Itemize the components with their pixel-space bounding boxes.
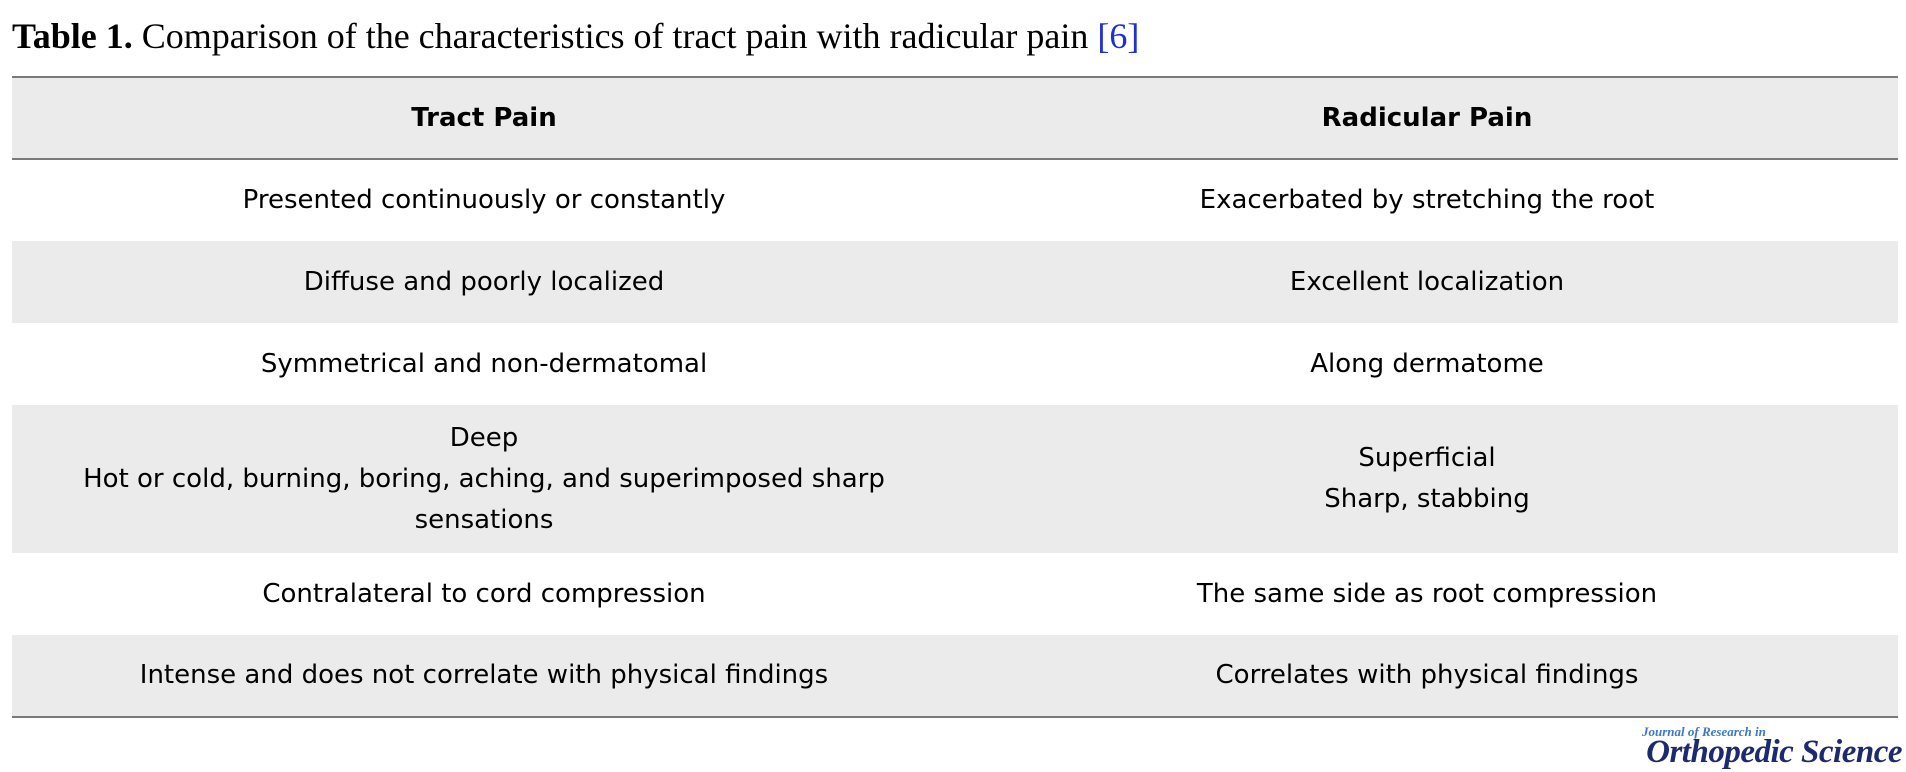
cell-line: Correlates with physical findings — [1215, 660, 1639, 690]
journal-logo-title: Orthopedic Science — [1646, 734, 1902, 770]
tract-cell: Deep Hot or cold, burning, boring, achin… — [12, 405, 956, 553]
cell-line: Exacerbated by stretching the root — [1199, 185, 1655, 215]
cell-line: Deep — [449, 422, 519, 453]
table-row: Presented continuously or constantly Exa… — [12, 159, 1898, 241]
header-row: Tract Pain Radicular Pain — [12, 77, 1898, 159]
cell-line: Sharp, stabbing — [1324, 484, 1530, 514]
cell-line: Hot or cold, burning, boring, aching, an… — [83, 463, 885, 535]
header-tract-pain: Tract Pain — [411, 103, 557, 133]
table-row: Intense and does not correlate with phys… — [12, 635, 1898, 717]
radicular-cell: Superficial Sharp, stabbing — [956, 405, 1898, 553]
table-row: Contralateral to cord compression The sa… — [12, 553, 1898, 635]
cell-line: Symmetrical and non-dermatomal — [260, 348, 708, 379]
tract-cell: Diffuse and poorly localized — [12, 241, 956, 323]
cell-line: Superficial — [1358, 443, 1496, 473]
cell-line: Excellent localization — [1289, 266, 1565, 297]
cell-line: Contralateral to cord compression — [262, 578, 706, 609]
table-caption: Table 1. Comparison of the characteristi… — [12, 12, 1139, 60]
cell-line: Intense and does not correlate with phys… — [139, 660, 829, 690]
radicular-cell: The same side as root compression — [956, 553, 1898, 635]
citation-link[interactable]: [6] — [1097, 16, 1140, 56]
header-radicular-pain: Radicular Pain — [1321, 103, 1533, 133]
comparison-table: Tract Pain Radicular Pain Presented cont… — [12, 76, 1898, 718]
radicular-cell: Correlates with physical findings — [956, 635, 1898, 717]
tract-cell: Symmetrical and non-dermatomal — [12, 323, 956, 405]
cell-line: Presented continuously or constantly — [242, 185, 726, 215]
table-row: Symmetrical and non-dermatomal Along der… — [12, 323, 1898, 405]
tract-cell: Presented continuously or constantly — [12, 159, 956, 241]
cell-line: Along dermatome — [1310, 348, 1544, 379]
table-body: Presented continuously or constantly Exa… — [12, 159, 1898, 717]
radicular-cell: Along dermatome — [956, 323, 1898, 405]
radicular-cell: Exacerbated by stretching the root — [956, 159, 1898, 241]
tract-cell: Contralateral to cord compression — [12, 553, 956, 635]
caption-text: Comparison of the characteristics of tra… — [141, 16, 1089, 56]
radicular-cell: Excellent localization — [956, 241, 1898, 323]
journal-logo: Journal of Research in Orthopedic Scienc… — [1642, 724, 1902, 770]
table-row: Deep Hot or cold, burning, boring, achin… — [12, 405, 1898, 553]
cell-line: The same side as root compression — [1196, 578, 1658, 609]
table-row: Diffuse and poorly localized Excellent l… — [12, 241, 1898, 323]
journal-logo-small-text: Journal of Research in — [1642, 724, 1766, 739]
tract-cell: Intense and does not correlate with phys… — [12, 635, 956, 717]
cell-line: Diffuse and poorly localized — [303, 266, 665, 297]
table-header: Tract Pain Radicular Pain — [12, 77, 1898, 159]
table-label: Table 1. — [12, 16, 133, 56]
